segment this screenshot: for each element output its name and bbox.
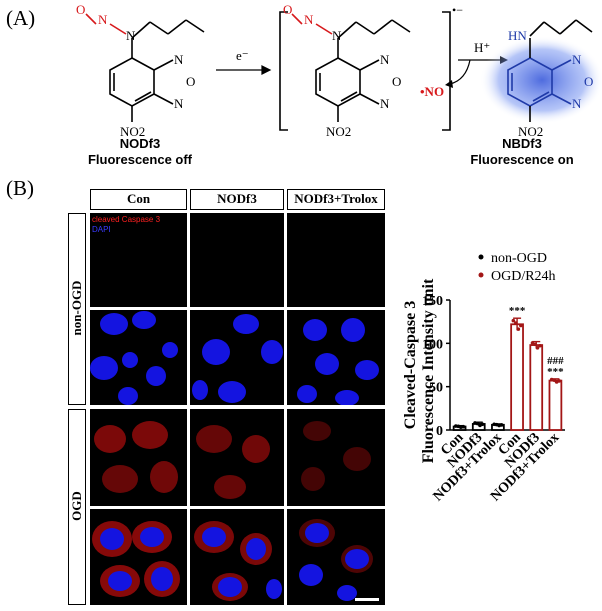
- caspase-bar-chart: non-OGD OGD/R24h 0 50 100 150Cleaved-Caspase …: [402, 251, 565, 504]
- annotation-1: ***: [547, 366, 564, 378]
- legend-marker-1: [478, 272, 484, 278]
- bar-1-3: [510, 323, 524, 431]
- micrograph-ogd-merge-nodf3: [190, 509, 284, 605]
- col-header-con: Con: [90, 189, 187, 210]
- bar-1-5: [548, 379, 563, 431]
- nodf3-ring-n1: N: [174, 52, 184, 67]
- mid-ring-n2: N: [380, 96, 390, 111]
- nodf3-name: NODf3: [119, 136, 161, 151]
- point-1-5-1: [552, 378, 556, 383]
- nbdf3-hn: HN: [508, 28, 527, 43]
- stain-label-dapi: DAPI: [92, 225, 111, 234]
- nbdf3-state: Fluorescence on: [470, 152, 574, 167]
- annotation-2: ###: [547, 355, 564, 367]
- nodf3-ring-o: O: [186, 74, 195, 89]
- merge-ogd-nodf3: [194, 521, 282, 601]
- arrow2-reagent: H⁺: [474, 40, 490, 55]
- micrograph-ogd-caspase-nodf3: [190, 409, 284, 506]
- micrograph-ogd-caspase-con: [90, 409, 187, 506]
- point-1-4-3: [538, 343, 542, 348]
- nodf3-n-atom: N: [126, 28, 136, 43]
- caspase-ogd-nodf3: [196, 425, 270, 499]
- nodf3-nitro: NO2: [120, 124, 145, 139]
- point-1-5-3: [557, 379, 561, 383]
- nodf3-structure: [85, 13, 205, 122]
- annotation-0: ***: [509, 305, 526, 317]
- stain-label-caspase: cleaved Caspase 3: [92, 215, 161, 224]
- merge-ogd-trolox: [299, 519, 379, 601]
- micrograph-nonogd-merge-trolox: [287, 310, 385, 405]
- micrograph-nonogd-caspase-nodf3: [190, 213, 284, 307]
- panel-a-label: (A): [6, 6, 36, 30]
- arrow1-reagent: e⁻: [236, 48, 249, 63]
- nbdf3-nitro: NO2: [518, 124, 543, 139]
- mid-no-n: N: [304, 12, 314, 27]
- point-0-1-3: [480, 422, 485, 427]
- merge-ogd-con: [92, 521, 180, 597]
- panel-b-label: (B): [6, 176, 34, 200]
- y-axis-label-line1: Cleaved-Caspase 3: [402, 301, 419, 429]
- y-tick-label-50: 50: [429, 381, 443, 396]
- nodf3-no-n: N: [98, 12, 108, 27]
- nbdf3-ring-o: O: [584, 74, 593, 89]
- byproduct-no: •NO: [420, 84, 444, 99]
- point-0-1-1: [475, 421, 480, 426]
- micrograph-nonogd-merge-con: [90, 310, 187, 405]
- legend-label-1: OGD/R24h: [491, 269, 556, 284]
- nodf3-no-o: O: [76, 2, 85, 17]
- mid-n-atom: N: [332, 28, 342, 43]
- point-1-4-2: [535, 346, 540, 350]
- row-box-ogd: [68, 409, 86, 605]
- nbdf3-structure: [507, 19, 593, 122]
- radical-anion-charge: •−: [452, 3, 463, 17]
- bar-1-4: [529, 344, 544, 431]
- y-tick-label-150: 150: [422, 294, 443, 309]
- mid-ring-n1: N: [380, 52, 390, 67]
- y-tick-label-100: 100: [422, 337, 443, 352]
- nodf3-state: Fluorescence off: [87, 152, 193, 167]
- nbdf3-name: NBDf3: [502, 136, 542, 151]
- micrograph-nonogd-caspase-con: cleaved Caspase 3 DAPI: [90, 213, 187, 307]
- caspase-ogd-con: [94, 421, 178, 493]
- point-1-3-2: [516, 327, 521, 331]
- y-tick-label-0: 0: [436, 424, 443, 439]
- nbdf3-caption: NBDf3 Fluorescence on: [452, 136, 592, 168]
- nuclei-nonogd-nodf3: [192, 314, 283, 403]
- row-label-ogd: OGD: [69, 491, 84, 521]
- fluorescence-glow: [480, 36, 602, 124]
- legend-label-0: non-OGD: [491, 251, 547, 266]
- caspase-ogd-trolox: [301, 421, 371, 491]
- point-1-3-0: [511, 318, 516, 323]
- legend-marker-0: [478, 254, 484, 260]
- nodf3-ring-n2: N: [174, 96, 184, 111]
- nuclei-nonogd-con: [90, 311, 178, 405]
- reaction-scheme: N N O N O N NO2 e⁻ N N O N O N NO2 •− H⁺…: [76, 2, 602, 139]
- radical-anion-structure: [279, 11, 451, 131]
- col-header-nodf3: NODf3: [190, 189, 284, 210]
- y-axis-label-line2: Fluorescence Intensity unit: [420, 278, 437, 463]
- micrograph-nonogd-caspase-trolox: [287, 213, 385, 307]
- point-1-4-1: [533, 342, 537, 347]
- mid-ring-o: O: [392, 74, 401, 89]
- row-box-non-ogd: [68, 213, 86, 405]
- micrograph-ogd-caspase-trolox: [287, 409, 385, 506]
- nuclei-nonogd-trolox: [297, 318, 379, 405]
- row-label-non-ogd: non-OGD: [69, 280, 84, 336]
- point-1-3-1: [514, 321, 518, 325]
- col-header-nodf3-trolox: NODf3+Trolox: [287, 189, 385, 210]
- micrograph-ogd-merge-con: [90, 509, 187, 605]
- scale-bar: [355, 598, 379, 601]
- reaction-arrow-1: [216, 65, 272, 75]
- point-0-2-3: [499, 423, 504, 427]
- point-1-3-3: [519, 323, 523, 328]
- mid-no-o: O: [283, 2, 292, 17]
- nbdf3-ring-n1: N: [572, 52, 582, 67]
- nbdf3-ring-n2: N: [572, 96, 582, 111]
- micrograph-nonogd-merge-nodf3: [190, 310, 284, 405]
- nodf3-caption: NODf3 Fluorescence off: [70, 136, 210, 168]
- micrograph-ogd-merge-trolox: [287, 509, 385, 605]
- mid-nitro: NO2: [326, 124, 351, 139]
- point-0-0-3: [461, 424, 466, 429]
